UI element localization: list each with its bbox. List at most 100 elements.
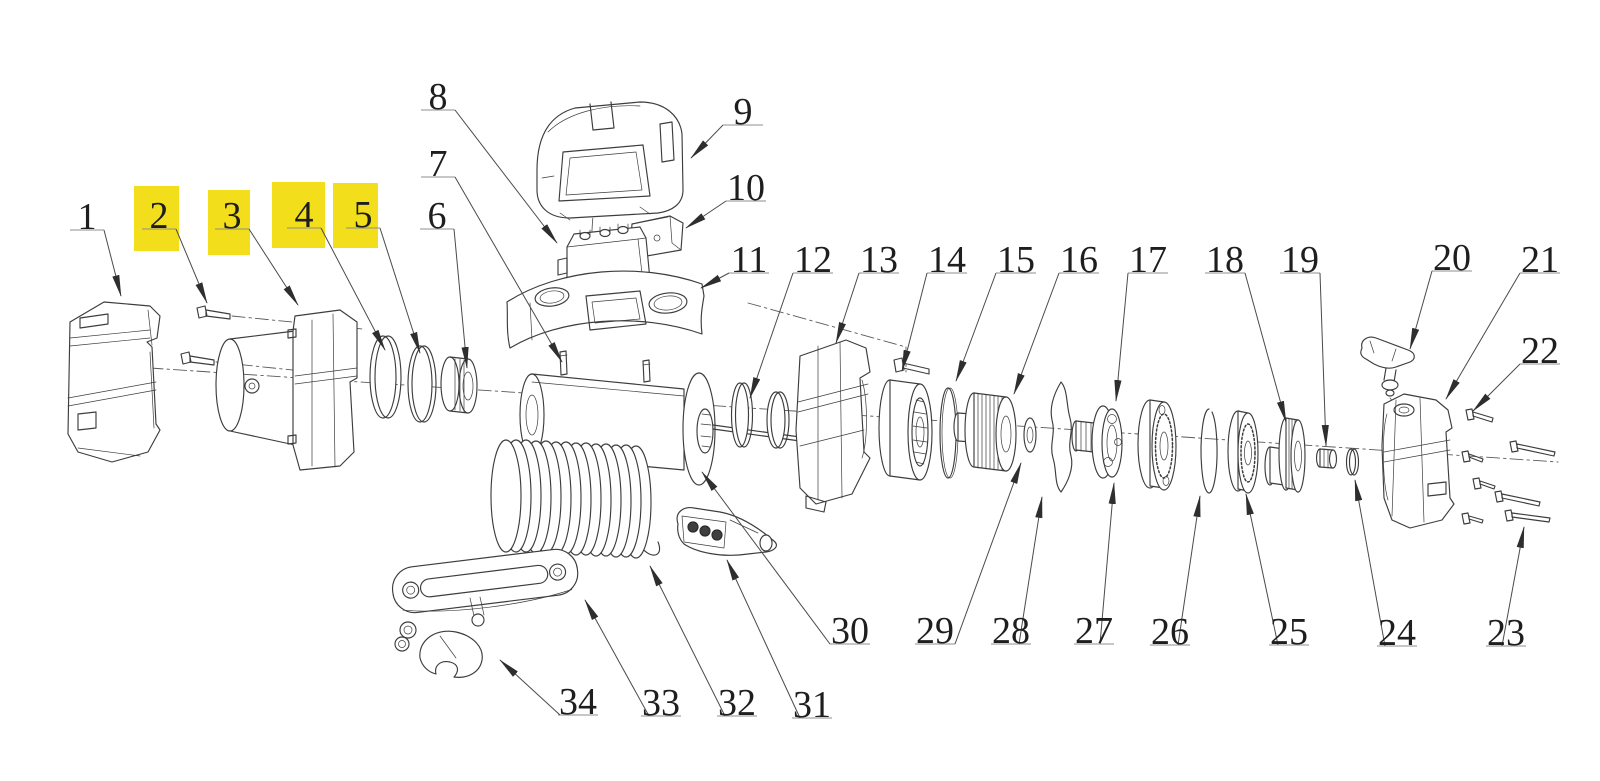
part-number-22: 22 (1521, 330, 1559, 372)
part-number-20: 20 (1433, 237, 1471, 279)
part-16-planetary-gear (953, 392, 1017, 472)
part-label-1: 1 (70, 196, 122, 297)
part-label-22: 22 (1472, 330, 1560, 412)
part-label-8: 8 (421, 76, 558, 244)
part-number-2: 2 (150, 195, 169, 237)
part-22-23-screws (1461, 408, 1556, 525)
part-number-16: 16 (1060, 239, 1098, 281)
part-number-9: 9 (734, 91, 753, 133)
part-label-31: 31 (726, 559, 832, 726)
part-34-hook (394, 621, 483, 678)
part-label-7: 7 (421, 143, 563, 363)
part-number-17: 17 (1129, 239, 1167, 281)
part-33-fairlead (391, 548, 579, 627)
part-label-27: 27 (1074, 482, 1116, 652)
part-4-washer (369, 335, 402, 419)
part-label-5: 5 (333, 183, 421, 354)
part-number-32: 32 (718, 682, 756, 724)
part-label-11: 11 (700, 239, 769, 289)
highlight-box (134, 186, 179, 251)
part-28-gasket (1050, 381, 1073, 493)
part-7-cover-screw (559, 350, 651, 383)
part-14-bolt (893, 357, 930, 375)
part-number-4: 4 (295, 194, 314, 236)
part-number-3: 3 (223, 195, 242, 237)
part-17-planet-carrier (1071, 405, 1123, 479)
part-number-33: 33 (642, 682, 680, 724)
part-20-clutch-knob (1360, 336, 1415, 397)
part-11-top-cover (506, 270, 705, 349)
part-number-31: 31 (793, 684, 831, 726)
part-number-10: 10 (727, 167, 765, 209)
part-24-disc (1345, 448, 1360, 476)
part-label-20: 20 (1409, 237, 1472, 350)
part-number-18: 18 (1206, 239, 1244, 281)
part-number-28: 28 (992, 610, 1030, 652)
part-label-30: 30 (701, 471, 870, 652)
part-label-15: 15 (955, 239, 1036, 382)
part-label-18: 18 (1205, 239, 1287, 423)
part-25-ring-gear (1227, 410, 1259, 494)
part-19-pin (1315, 448, 1338, 469)
part-number-11: 11 (731, 239, 768, 281)
highlight-box (333, 183, 378, 248)
part-label-23: 23 (1486, 526, 1526, 654)
part-number-34: 34 (559, 681, 597, 723)
part-label-4: 4 (272, 182, 386, 351)
part-18-double-gear (1264, 417, 1306, 493)
part-label-6: 6 (420, 195, 469, 369)
part-26-snap-ring (1200, 408, 1218, 494)
part-label-14: 14 (901, 239, 967, 372)
part-label-12: 12 (749, 239, 833, 399)
part-number-13: 13 (860, 239, 898, 281)
part-label-9: 9 (690, 91, 763, 159)
part-label-2: 2 (134, 186, 208, 304)
part-32-rope-coil (490, 439, 661, 559)
part-label-25: 25 (1245, 493, 1309, 653)
part-label-17: 17 (1114, 239, 1168, 402)
part-number-29: 29 (916, 610, 954, 652)
part-2-bolts (180, 305, 231, 366)
part-number-8: 8 (429, 76, 448, 118)
part-label-33: 33 (584, 599, 681, 724)
part-13-gear-housing (795, 339, 871, 513)
part-number-25: 25 (1270, 611, 1308, 653)
part-31-remote-control (676, 507, 777, 556)
winch-parts-drawing (67, 101, 1559, 678)
part-label-29: 29 (915, 462, 1022, 652)
part-5-washer (407, 345, 437, 423)
highlight-box (272, 182, 325, 248)
part-number-21: 21 (1521, 239, 1559, 281)
part-number-12: 12 (794, 239, 832, 281)
part-number-30: 30 (831, 610, 869, 652)
part-number-5: 5 (354, 194, 373, 236)
part-label-19: 19 (1280, 239, 1329, 447)
part-number-19: 19 (1281, 239, 1319, 281)
part-number-15: 15 (997, 239, 1035, 281)
part-label-24: 24 (1354, 479, 1417, 654)
highlight-box (208, 190, 250, 255)
part-label-34: 34 (499, 659, 598, 723)
part-number-1: 1 (78, 196, 97, 238)
part-9-battery-cover (536, 101, 684, 221)
part-3-motor (215, 309, 358, 471)
part-number-26: 26 (1151, 611, 1189, 653)
part-number-6: 6 (428, 195, 447, 237)
part-1-left-end-housing (67, 301, 161, 463)
part-number-14: 14 (928, 239, 966, 281)
part-label-26: 26 (1150, 495, 1201, 653)
part-12-washers-shaft (712, 382, 801, 449)
part-21-right-end-housing (1381, 393, 1455, 529)
part-label-16: 16 (1013, 239, 1099, 395)
part-number-27: 27 (1075, 610, 1113, 652)
part-label-13: 13 (835, 239, 899, 344)
part-29-washer (1023, 417, 1037, 453)
part-label-32: 32 (649, 565, 757, 724)
part-15-drum-adapter (878, 379, 959, 481)
part-27-ring-gear (1137, 399, 1177, 491)
part-label-21: 21 (1445, 239, 1560, 400)
part-number-24: 24 (1378, 612, 1416, 654)
part-label-28: 28 (991, 496, 1043, 652)
